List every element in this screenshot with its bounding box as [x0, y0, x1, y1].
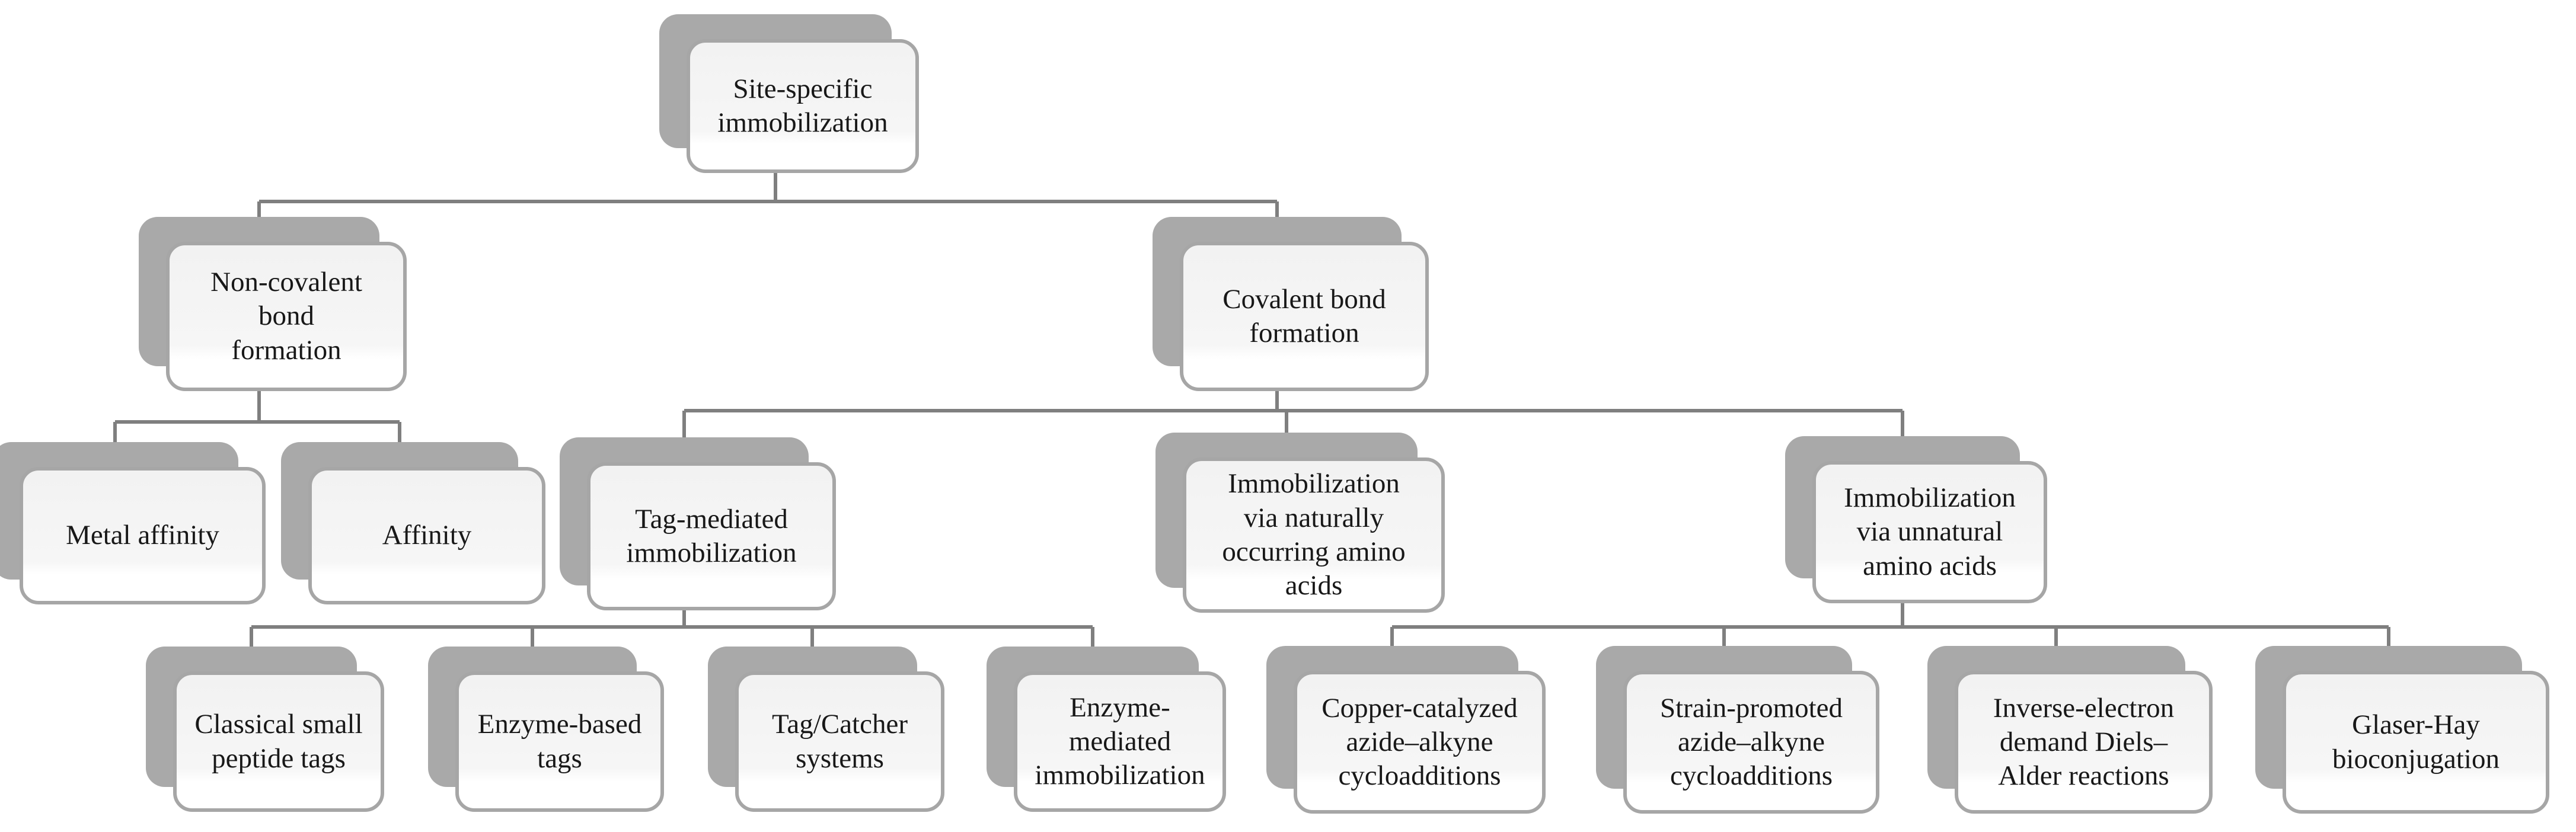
node-tag-mediated-immobilization: Tag-mediated immobilization — [560, 437, 836, 610]
node-panel: Tag-mediated immobilization — [587, 462, 836, 610]
node-label: Strain-promoted azide–alkyne cycloadditi… — [1659, 692, 1843, 792]
node-label: Site-specific immobilization — [717, 73, 888, 138]
node-inverse-electron-demand-diels-alder: Inverse-electron demand Diels– Alder rea… — [1927, 646, 2213, 814]
node-label: Tag/Catcher systems — [772, 709, 908, 774]
node-panel: Immobilization via naturally occurring a… — [1183, 457, 1445, 613]
node-strain-promoted-cycloadditions: Strain-promoted azide–alkyne cycloadditi… — [1596, 646, 1879, 814]
node-label: Classical small peptide tags — [194, 709, 363, 774]
node-panel: Site-specific immobilization — [687, 39, 919, 173]
node-enzyme-based-tags: Enzyme-based tags — [428, 647, 664, 812]
node-covalent-bond-formation: Covalent bond formation — [1153, 217, 1429, 391]
node-tag-catcher-systems: Tag/Catcher systems — [708, 647, 944, 812]
node-panel: Copper-catalyzed azide–alkyne cycloaddit… — [1294, 671, 1546, 814]
node-panel: Tag/Catcher systems — [735, 671, 944, 812]
node-label: Enzyme- mediated immobilization — [1035, 692, 1205, 791]
node-glaser-hay-bioconjugation: Glaser-Hay bioconjugation — [2255, 646, 2549, 814]
node-label: Immobilization via unnatural amino acids — [1844, 482, 2016, 581]
node-panel: Strain-promoted azide–alkyne cycloadditi… — [1623, 671, 1879, 814]
node-panel: Glaser-Hay bioconjugation — [2283, 671, 2549, 814]
node-panel: Classical small peptide tags — [173, 671, 384, 812]
node-panel: Enzyme- mediated immobilization — [1014, 671, 1226, 812]
node-enzyme-mediated-immobilization: Enzyme- mediated immobilization — [987, 647, 1226, 812]
node-immobilization-unnatural-amino-acids: Immobilization via unnatural amino acids — [1785, 436, 2047, 603]
node-non-covalent-bond-formation: Non-covalent bond formation — [139, 217, 407, 391]
node-affinity: Affinity — [281, 442, 545, 604]
node-metal-affinity: Metal affinity — [0, 442, 266, 604]
node-site-specific-immobilization: Site-specific immobilization — [659, 14, 919, 173]
node-panel: Immobilization via unnatural amino acids — [1812, 461, 2047, 603]
node-label: Enzyme-based tags — [477, 709, 642, 774]
node-label: Tag-mediated immobilization — [626, 503, 797, 568]
node-immobilization-natural-amino-acids: Immobilization via naturally occurring a… — [1155, 433, 1445, 613]
node-classical-small-peptide-tags: Classical small peptide tags — [146, 647, 384, 812]
node-label: Immobilization via naturally occurring a… — [1222, 468, 1406, 601]
node-label: Inverse-electron demand Diels– Alder rea… — [1993, 692, 2175, 792]
connector-unnatural-to-children — [1390, 593, 2390, 676]
node-panel: Affinity — [308, 467, 545, 604]
node-panel: Non-covalent bond formation — [166, 242, 407, 391]
connector-root-to-level2 — [257, 148, 1279, 249]
node-panel: Inverse-electron demand Diels– Alder rea… — [1955, 671, 2213, 814]
node-label: Metal affinity — [66, 520, 219, 551]
node-label: Glaser-Hay bioconjugation — [2332, 709, 2500, 775]
node-panel: Metal affinity — [20, 467, 266, 604]
node-copper-catalyzed-cycloadditions: Copper-catalyzed azide–alkyne cycloaddit… — [1266, 646, 1546, 814]
node-label: Affinity — [382, 520, 472, 551]
node-label: Non-covalent bond formation — [210, 267, 362, 366]
node-panel: Covalent bond formation — [1180, 242, 1429, 391]
node-label: Covalent bond formation — [1222, 283, 1386, 348]
node-label: Copper-catalyzed azide–alkyne cycloaddit… — [1321, 692, 1518, 792]
node-panel: Enzyme-based tags — [455, 671, 664, 812]
connector-noncovalent-to-children — [113, 379, 401, 474]
